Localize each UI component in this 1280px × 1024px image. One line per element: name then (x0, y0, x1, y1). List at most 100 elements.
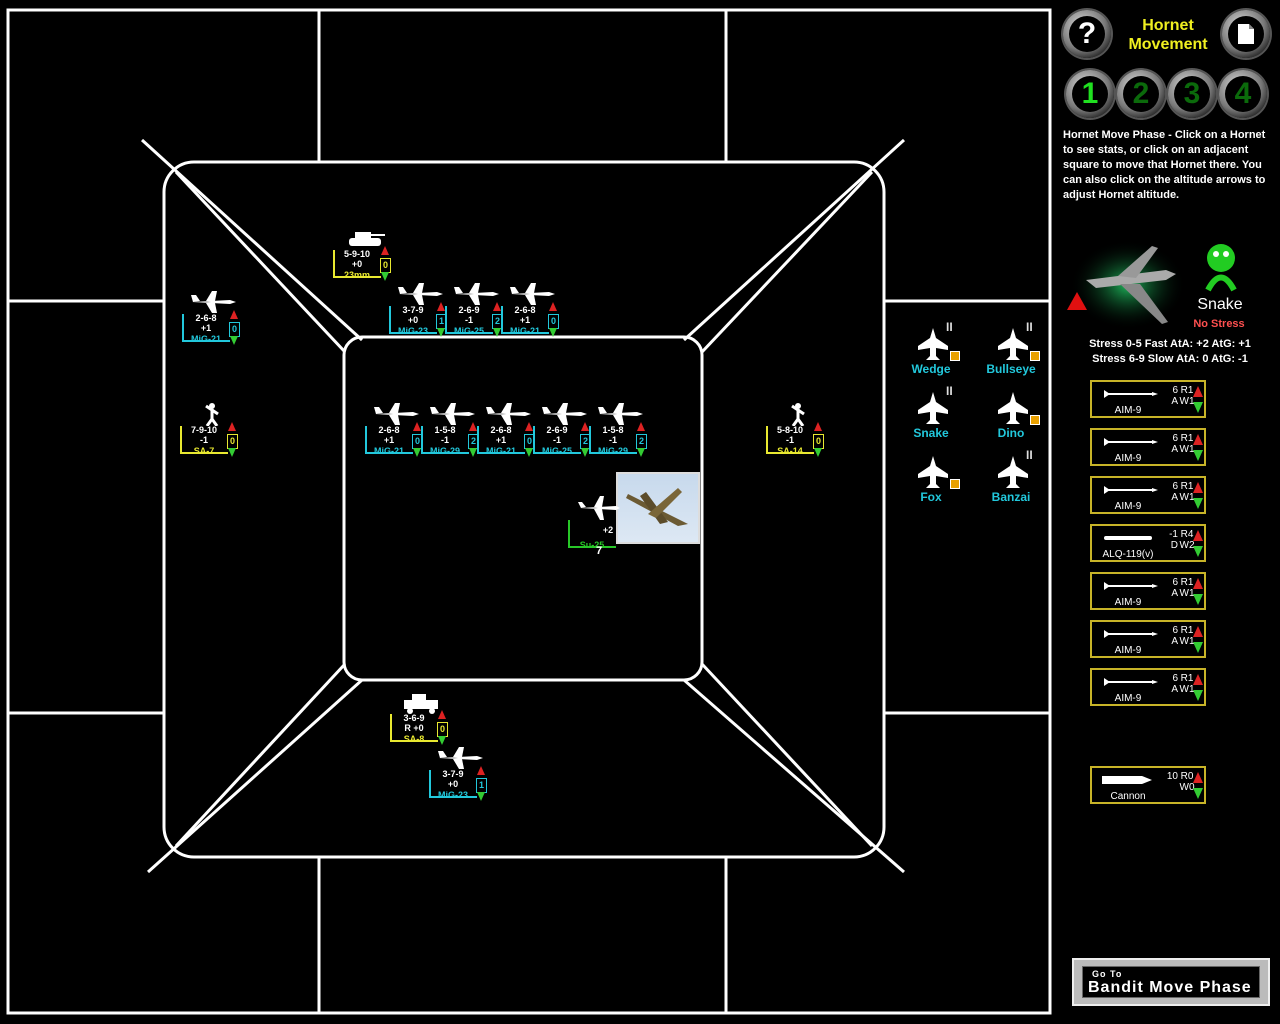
weapon-stat-1: 6 A (1171, 673, 1178, 695)
goto-button-face: Go To Bandit Move Phase (1082, 966, 1260, 998)
unit-name: MiG-25 (453, 326, 484, 336)
unit-stats: 5-9-10 +0 (343, 249, 370, 269)
stress-status: No Stress (1193, 318, 1245, 330)
up-arrow-icon (230, 310, 238, 319)
squadron-pilot-name: Snake (913, 426, 949, 440)
up-arrow-icon (469, 422, 477, 431)
goto-small-label: Go To (1092, 969, 1123, 979)
weapon-down-arrow-icon[interactable] (1193, 642, 1203, 653)
su25-count: 7 (596, 545, 603, 557)
up-arrow-icon (228, 422, 236, 431)
unit-altitude: 0 (229, 322, 240, 337)
unit-name: 23mm (343, 270, 370, 280)
squadron-fox[interactable]: Fox (896, 448, 966, 508)
pilot-button-1[interactable]: 1 (1066, 70, 1114, 118)
weapon-up-arrow-icon[interactable] (1193, 530, 1203, 541)
goto-bandit-move-button[interactable]: Go To Bandit Move Phase (1072, 958, 1270, 1006)
weapon-up-arrow-icon[interactable] (1193, 772, 1203, 783)
hornet-portrait-icon[interactable] (1066, 240, 1186, 335)
unit-stats: 7-9-10 -1 (190, 425, 217, 445)
status-flag-icon (950, 351, 960, 361)
missile-icon (1104, 582, 1158, 590)
weapon-up-arrow-icon[interactable] (1193, 386, 1203, 397)
weapon-down-arrow-icon[interactable] (1193, 498, 1203, 509)
weapon-name: Cannon (1110, 791, 1146, 802)
squadron-dino[interactable]: Dino (976, 384, 1046, 444)
unit-su25[interactable]: +2 Su-25 7 (560, 494, 640, 557)
unit-altitude: 0 (437, 722, 448, 737)
altitude-up-arrow[interactable] (1067, 292, 1087, 310)
help-button[interactable]: ? (1063, 10, 1111, 58)
unit-stats: 3-6-9 R +0 (403, 713, 425, 733)
su25-photo[interactable] (616, 472, 700, 544)
weapon-stat-2: R1 W1 (1179, 433, 1195, 455)
damage-marks: II (1026, 320, 1033, 334)
unit-bracket (477, 426, 525, 454)
weapon-down-arrow-icon[interactable] (1193, 690, 1203, 701)
pilot-button-3[interactable]: 3 (1168, 70, 1216, 118)
weapon-up-arrow-icon[interactable] (1193, 626, 1203, 637)
weapon-stat-1: -1 D (1169, 529, 1178, 551)
weapon-down-arrow-icon[interactable] (1193, 450, 1203, 461)
jet-icon (374, 403, 419, 425)
weapon-name: ALQ-119(v) (1102, 549, 1154, 560)
weapon-stat-1: 6 A (1171, 577, 1178, 599)
up-arrow-icon (581, 422, 589, 431)
squadron-pilot-name: Wedge (911, 362, 951, 376)
notes-button[interactable] (1222, 10, 1270, 58)
weapon-stat-2: R4 W2 (1179, 529, 1195, 551)
weapon-up-arrow-icon[interactable] (1193, 434, 1203, 445)
unit-stats: 1-5-8 -1 (602, 425, 624, 445)
down-arrow-icon (230, 336, 238, 345)
pilot-number-label: 1 (1072, 76, 1108, 112)
weapon-down-arrow-icon[interactable] (1193, 788, 1203, 799)
jet-icon (454, 283, 499, 305)
missile-icon (1104, 438, 1158, 446)
weapon-down-arrow-icon[interactable] (1193, 546, 1203, 557)
weapon-stat-1: 10 (1166, 771, 1178, 782)
weapon-up-arrow-icon[interactable] (1193, 674, 1203, 685)
su25-mod: +2 (602, 525, 614, 535)
hornet-icon (998, 456, 1028, 488)
up-arrow-icon (637, 422, 645, 431)
weapon-down-arrow-icon[interactable] (1193, 594, 1203, 605)
down-arrow-icon (413, 448, 421, 457)
pilot-button-2[interactable]: 2 (1117, 70, 1165, 118)
down-arrow-icon (525, 448, 533, 457)
down-arrow-icon (581, 448, 589, 457)
pilot-button-4[interactable]: 4 (1219, 70, 1267, 118)
unit-bracket (501, 306, 549, 334)
weapon-up-arrow-icon[interactable] (1193, 482, 1203, 493)
weapon-down-arrow-icon[interactable] (1193, 402, 1203, 413)
damage-marks: II (1026, 448, 1033, 462)
unit-bracket (568, 520, 616, 548)
weapon-up-arrow-icon[interactable] (1193, 578, 1203, 589)
